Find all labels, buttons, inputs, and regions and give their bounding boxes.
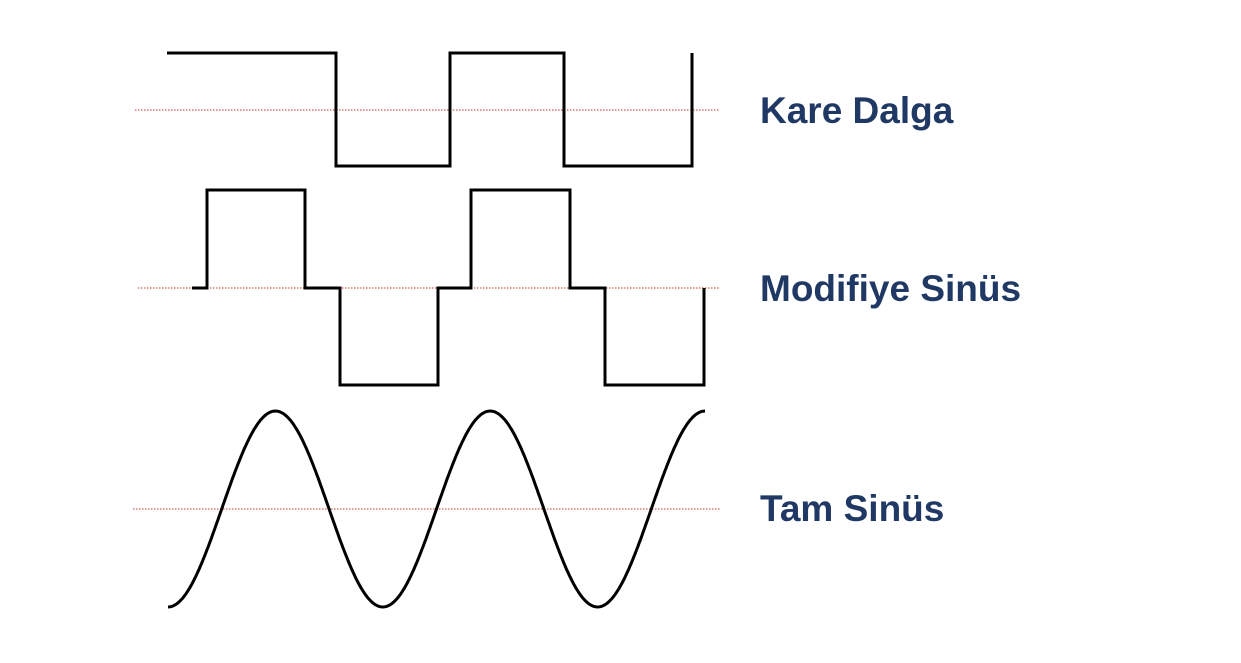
modified-sine-wave-label: Modifiye Sinüs: [760, 268, 1022, 309]
square-wave-label: Kare Dalga: [760, 90, 954, 131]
pure-sine-wave: [167, 409, 706, 609]
square-wave: [167, 51, 694, 168]
pure-sine-wave-label: Tam Sinüs: [760, 488, 945, 529]
modified-sine-wave: [192, 188, 706, 387]
